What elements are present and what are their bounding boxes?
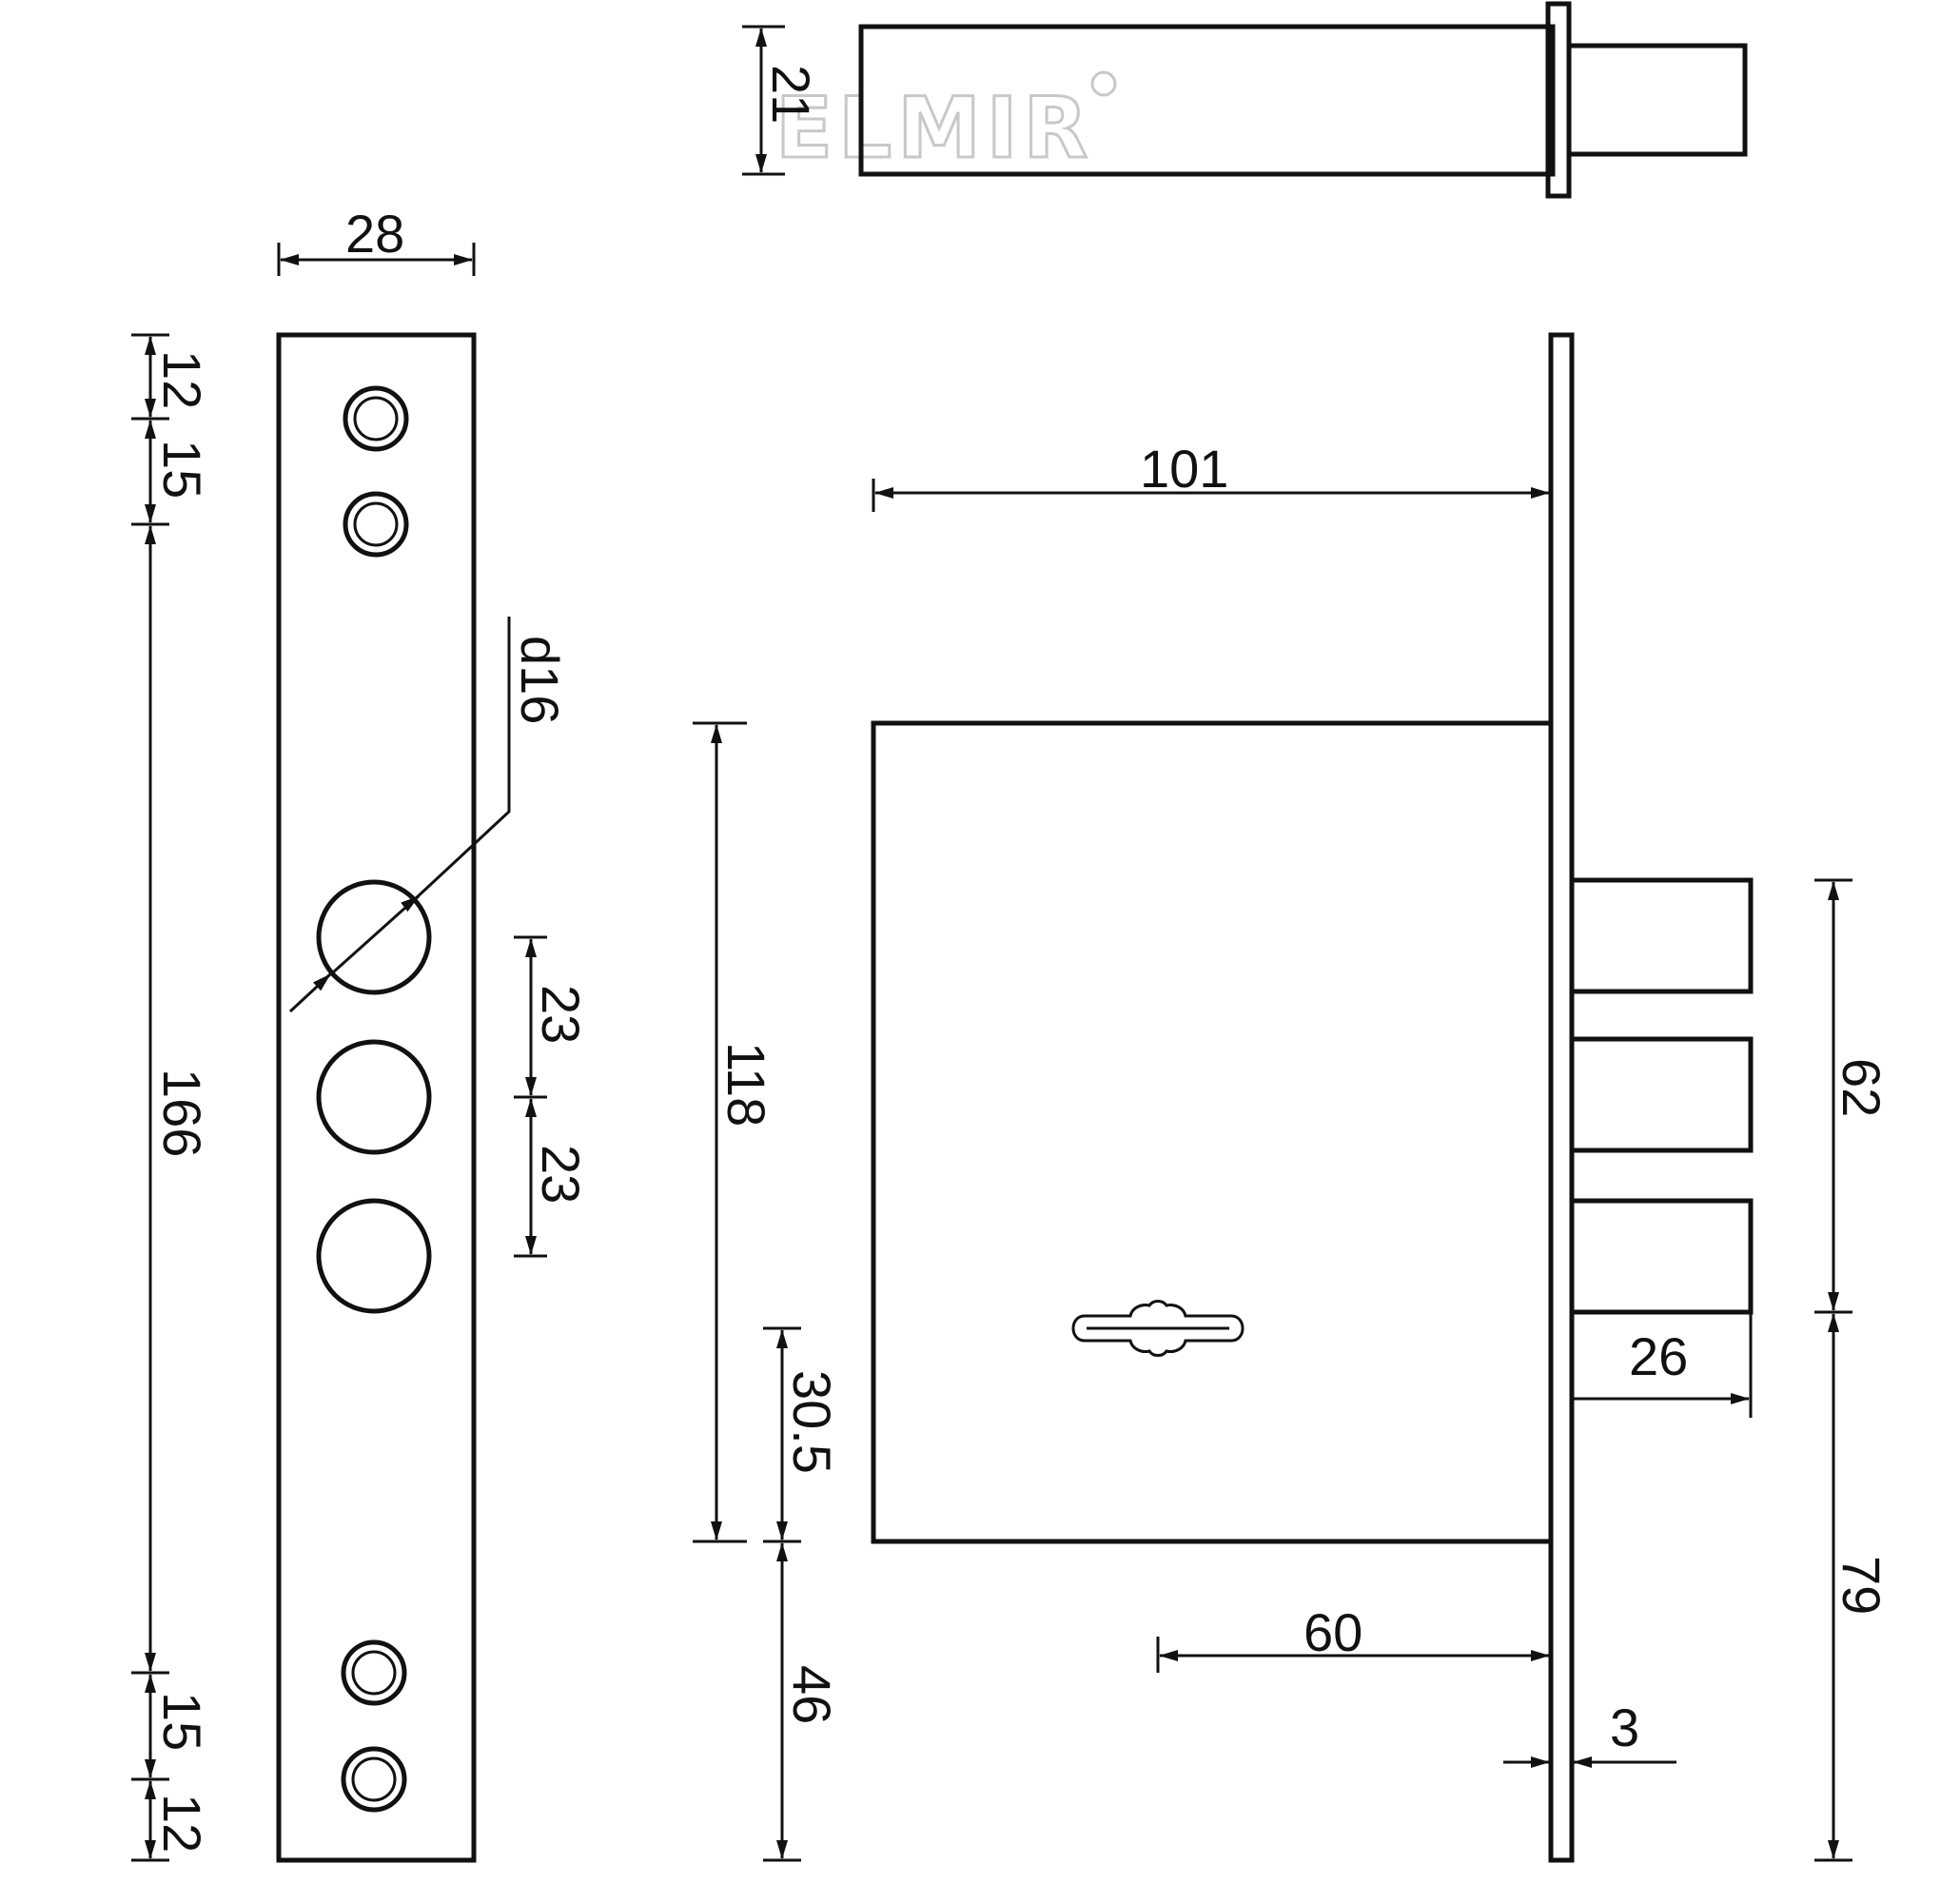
dim-plate-thickness: 3 [1610, 1697, 1639, 1757]
side-view-faceplate [1548, 332, 1575, 1863]
deadbolt-2 [1569, 1036, 1754, 1153]
dim-top-pitch: 15 [152, 440, 212, 499]
bolt-hole-3 [316, 1198, 432, 1314]
top-view-bolt [1566, 43, 1748, 157]
screw-hole-3 [341, 1639, 407, 1706]
dim-keyhole-to-bottom: 30.5 [782, 1370, 842, 1474]
dim-bottom-to-plate-end: 46 [782, 1665, 842, 1724]
dim-case-height: 118 [716, 1042, 776, 1127]
screw-hole-4 [341, 1746, 407, 1813]
dim-bolt-spacing: 62 [1832, 1058, 1891, 1117]
screw-hole-2 [343, 491, 409, 558]
dim-backset-depth: 101 [1140, 439, 1228, 499]
screw-hole-1 [343, 385, 409, 452]
faceplate-view: 28 12 15 166 15 12 d16 23 23 [131, 204, 591, 1863]
dim-keyhole-backset: 60 [1303, 1602, 1362, 1662]
watermark-logo: ELMIR [775, 79, 1093, 177]
top-view: 21 [742, 1, 1748, 199]
dim-hole-diameter: d16 [510, 636, 570, 724]
dim-hole-pitch-1: 23 [531, 985, 591, 1044]
bolt-hole-1 [316, 879, 432, 995]
dim-top-thickness: 21 [761, 65, 821, 124]
faceplate-outline [276, 332, 477, 1863]
dim-bolt-throw: 26 [1629, 1326, 1688, 1386]
watermark-registered-mark [1090, 70, 1117, 97]
deadbolt-3 [1569, 1198, 1754, 1315]
keyhole-icon [1071, 1300, 1245, 1357]
deadbolt-1 [1569, 877, 1754, 994]
dim-top-margin: 12 [152, 350, 212, 409]
side-view: 101 118 30.5 46 60 3 62 79 26 [693, 332, 1891, 1863]
dim-bolt-to-plate-end: 79 [1832, 1556, 1891, 1615]
dim-bottom-pitch: 15 [152, 1692, 212, 1751]
dim-hole-pitch-2: 23 [531, 1145, 591, 1204]
side-view-case [871, 720, 1554, 1544]
bolt-hole-2 [316, 1039, 432, 1155]
dim-hole-diameter-leader [413, 617, 511, 901]
top-view-case [858, 24, 1556, 177]
dim-screw-span: 166 [152, 1069, 212, 1157]
dim-faceplate-width: 28 [345, 204, 404, 264]
dim-bottom-margin: 12 [152, 1794, 212, 1853]
